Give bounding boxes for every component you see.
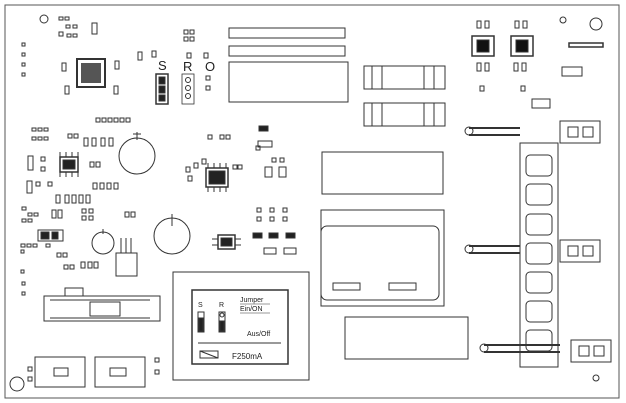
- smd-pad-right-2: [479, 85, 485, 92]
- terminal-strip-top-1: [228, 27, 346, 39]
- legend-box-outer: [172, 271, 310, 381]
- transformer-pad-right: [388, 282, 417, 291]
- fuse-holder-top: [363, 65, 446, 90]
- jumper-s-label: S: [158, 58, 167, 73]
- smd-pads-left-block: [20, 117, 136, 296]
- optocoupler-left: [471, 20, 495, 72]
- legend-jumper-line1: Jumper: [240, 297, 264, 304]
- smd-pads-top-left: [21, 16, 98, 77]
- legend-box-inner: [191, 289, 289, 365]
- mounting-hole-top-right-small: [559, 16, 567, 24]
- terminal-strip-top-2: [228, 45, 346, 57]
- wire-lead-bottom: [479, 339, 612, 363]
- smd-pad-top-right: [561, 66, 583, 77]
- mounting-hole-top-left: [39, 14, 49, 24]
- smd-pads-top-center: [137, 29, 209, 61]
- jumper-header-r: [181, 73, 195, 105]
- relay-bottom-center: [344, 316, 469, 360]
- legend-jumper-r-block: [218, 311, 226, 333]
- legend-jumper-s-block: [197, 311, 205, 333]
- jumper-o-label: O: [205, 59, 215, 74]
- jumper-pad-o: [205, 75, 211, 81]
- smd-pad-right: [531, 98, 551, 109]
- legend-ausoff: Aus/Off: [247, 331, 270, 338]
- ic-center-lower: [212, 234, 241, 250]
- jumper-header-s: [155, 73, 169, 105]
- mounting-hole-bottom-left: [9, 376, 25, 392]
- legend-fuse-label: F250mA: [232, 352, 263, 361]
- terminal-block-right: [519, 142, 559, 368]
- capacitor-small-left: [91, 231, 115, 255]
- transformer-pad-left: [332, 282, 361, 291]
- transformer-outline: [320, 209, 445, 307]
- microcontroller-chip: [61, 58, 120, 95]
- fuse-holder-bottom-left: [43, 287, 161, 322]
- board-outline: [4, 4, 620, 399]
- legend-r-label: R: [219, 302, 224, 309]
- switch-bottom-left-2: [94, 356, 146, 388]
- ic-center: [205, 163, 229, 192]
- ic-left-small: [59, 152, 79, 177]
- jumper-r-label: R: [183, 59, 192, 74]
- mounting-hole-top-right: [589, 17, 603, 31]
- transformer-inner: [320, 225, 440, 301]
- smd-pad-right-3: [520, 85, 526, 92]
- capacitor-large-top: [118, 137, 156, 175]
- transistor-left: [115, 252, 138, 277]
- switch-bottom-left-1-knob: [53, 367, 69, 377]
- wire-lead-middle: [464, 239, 601, 263]
- legend-s-label: S: [198, 302, 203, 309]
- relay-top-center: [228, 61, 349, 103]
- smd-pads-center: [185, 125, 297, 255]
- legend-fuse-symbol: [199, 350, 219, 359]
- mounting-hole-bottom-right: [592, 374, 600, 382]
- optocoupler-right: [510, 20, 534, 72]
- legend-jumper-line2: Ein/ON: [240, 306, 263, 313]
- fuse-holder-middle: [363, 102, 446, 127]
- wire-lead-top: [464, 120, 601, 144]
- switch-bottom-left-2-knob: [109, 367, 127, 377]
- relay-center: [321, 151, 444, 195]
- connector-header-top-right: [568, 42, 604, 48]
- jumper-pad-o-2: [205, 85, 211, 91]
- regulator-left: [37, 229, 64, 242]
- switch-bottom-left-1: [34, 356, 86, 388]
